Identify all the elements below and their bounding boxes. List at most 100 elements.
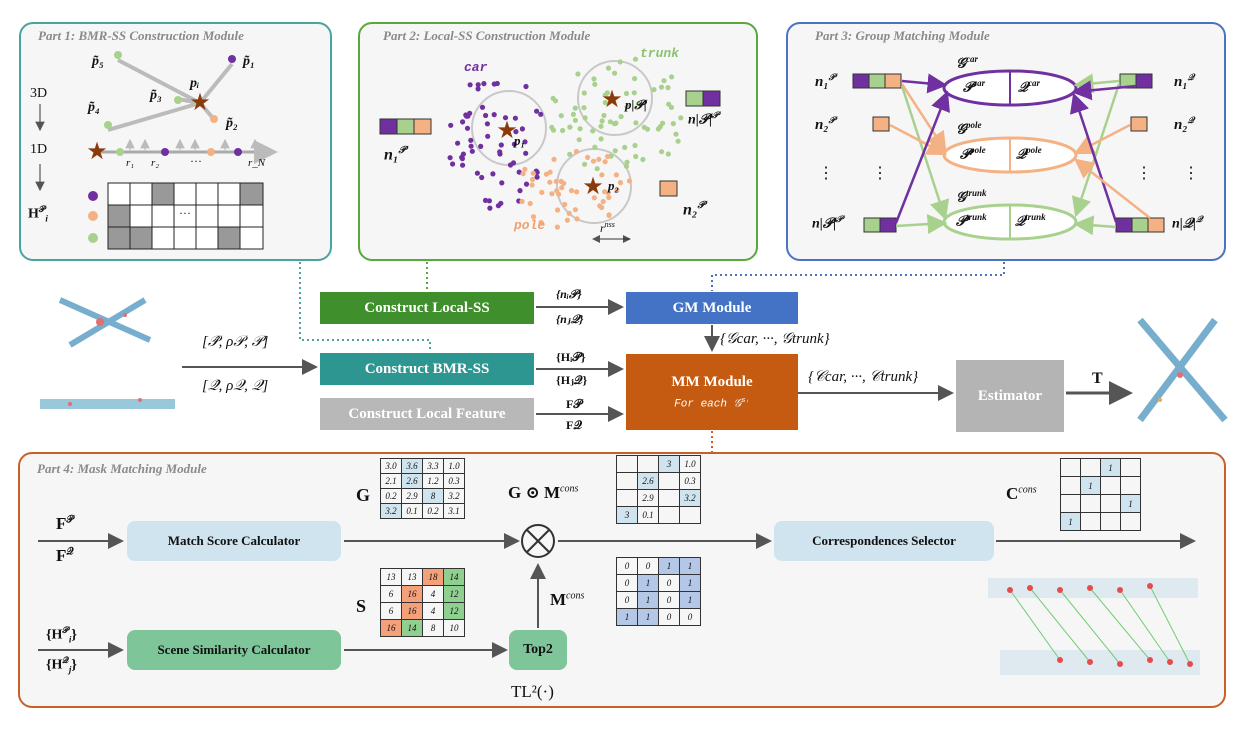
gm_matrix-cell: 0.1: [637, 506, 659, 524]
scatter-point: [482, 197, 489, 203]
construct-local-ss-button[interactable]: Construct Local-SS: [320, 292, 534, 324]
s_matrix-cell: 10: [443, 619, 465, 637]
g_matrix-cell: 0.1: [401, 503, 423, 519]
scatter-point: [572, 105, 578, 111]
scatter-point: [558, 113, 564, 119]
gm_matrix-cell: 3.2: [679, 489, 701, 507]
input-top-label: [𝒫̂, ρ𝒫, 𝒫]: [202, 334, 269, 350]
scatter-point: [549, 124, 555, 130]
scatter-point: [591, 76, 597, 82]
gm-module-button[interactable]: GM Module: [626, 292, 798, 324]
scatter-point: [538, 111, 544, 117]
s_matrix-cell: 6: [380, 602, 402, 620]
part2-graphic: ★ ★ ★: [379, 56, 721, 243]
m_matrix-cell: 0: [658, 574, 680, 592]
scatter-point: [559, 185, 565, 191]
s_matrix-cell: 16: [401, 585, 423, 603]
label-p5: p̃₅: [92, 54, 104, 69]
label-part2-p2: p₂: [608, 178, 620, 193]
top2-button[interactable]: Top2: [509, 630, 567, 670]
label-G: G: [356, 485, 371, 505]
label-qcar: 𝒬car: [1018, 78, 1041, 96]
svg-text:★: ★: [601, 87, 623, 113]
label-T: T: [1092, 370, 1103, 387]
label-r-dots: ···: [190, 154, 202, 168]
scatter-point: [611, 121, 618, 127]
s_matrix-cell: 6: [380, 585, 402, 603]
scatter-point: [530, 170, 536, 176]
scatter-point: [612, 70, 618, 76]
label-pcar: 𝒫car: [963, 78, 986, 96]
scene-similarity-calculator-button[interactable]: Scene Similarity Calculator: [127, 630, 341, 670]
construct-local-feature-button[interactable]: Construct Local Feature: [320, 398, 534, 430]
label-pole: pole: [514, 218, 546, 233]
scatter-point: [487, 205, 493, 211]
mm-module-button[interactable]: MM Module For each 𝒢sᵢ: [626, 354, 798, 430]
c_matrix-cell: [1100, 476, 1121, 495]
s_matrix-cell: 18: [422, 568, 444, 586]
m_matrix-cell: 1: [637, 591, 659, 609]
label-gtrunk: 𝒢trunk: [956, 188, 987, 206]
scatter-point: [640, 156, 646, 163]
label-3d: 3D: [30, 86, 48, 101]
label-n1q: n₁𝒬: [1174, 72, 1195, 90]
scatter-point: [468, 143, 474, 149]
scatter-point: [626, 178, 633, 184]
construct-bmr-ss-button[interactable]: Construct BMR-SS: [320, 353, 534, 385]
m_matrix-cell: 1: [616, 608, 638, 626]
estimator-button[interactable]: Estimator: [956, 360, 1064, 432]
scatter-point: [623, 163, 630, 169]
g_matrix-cell: 2.6: [401, 473, 423, 489]
scatter-point: [448, 122, 454, 128]
correspondences-selector-button[interactable]: Correspondences Selector: [774, 521, 994, 561]
part2-title: Part 2: Local-SS Construction Module: [383, 28, 591, 43]
s_matrix-cell: 14: [443, 568, 465, 586]
label-hi: {Hᵢ𝒫}: [556, 350, 586, 364]
c_matrix-cell: [1080, 458, 1101, 477]
scatter-point: [658, 84, 665, 90]
part4-title: Part 4: Mask Matching Module: [37, 461, 207, 476]
m_matrix-cell: 1: [658, 557, 680, 575]
scatter-point: [519, 198, 525, 205]
s_matrix-cell: 13: [401, 568, 423, 586]
mm-module-label: MM Module: [671, 373, 753, 390]
scatter-point: [598, 136, 604, 142]
scatter-point: [485, 133, 491, 139]
label-h: H𝒫i: [28, 204, 48, 224]
scatter-point: [502, 115, 509, 121]
scatter-point: [530, 214, 537, 220]
match-score-calculator-button[interactable]: Match Score Calculator: [127, 521, 341, 561]
scatter-point: [468, 137, 474, 143]
c_matrix-cell: 1: [1120, 494, 1141, 513]
scatter-point: [605, 153, 611, 160]
scatter-point: [577, 126, 583, 132]
label-n2: n₂𝒫: [683, 200, 705, 219]
scatter-point: [660, 120, 666, 126]
scatter-point: [574, 189, 580, 195]
gm_matrix-cell: 1.0: [679, 455, 701, 473]
g_matrix-cell: 2.1: [380, 473, 402, 489]
s_matrix-cell: 13: [380, 568, 402, 586]
scatter-point: [523, 181, 530, 187]
scatter-point: [479, 104, 486, 110]
scatter-point: [547, 169, 553, 175]
gm_matrix-cell: [658, 472, 680, 490]
c_matrix-cell: [1080, 494, 1101, 513]
label-p1: p̃₁: [243, 54, 255, 69]
gm_matrix-cell: [616, 489, 638, 507]
g_matrix-cell: 3.6: [401, 458, 423, 474]
gm_matrix-cell: [616, 472, 638, 490]
scatter-point: [600, 199, 606, 205]
scatter-point: [675, 138, 681, 144]
scatter-point: [567, 124, 573, 130]
m_matrix-cell: 1: [679, 574, 701, 592]
scatter-point: [597, 203, 603, 209]
part4-fp: F𝒫: [56, 514, 74, 533]
gm_matrix-cell: [616, 455, 638, 473]
scatter-point: [491, 112, 497, 118]
scatter-point: [562, 201, 568, 207]
gm_matrix-cell: 3: [658, 455, 680, 473]
label-cset: {𝒞car, ···, 𝒞trunk}: [808, 369, 919, 385]
scatter-point: [632, 56, 639, 62]
